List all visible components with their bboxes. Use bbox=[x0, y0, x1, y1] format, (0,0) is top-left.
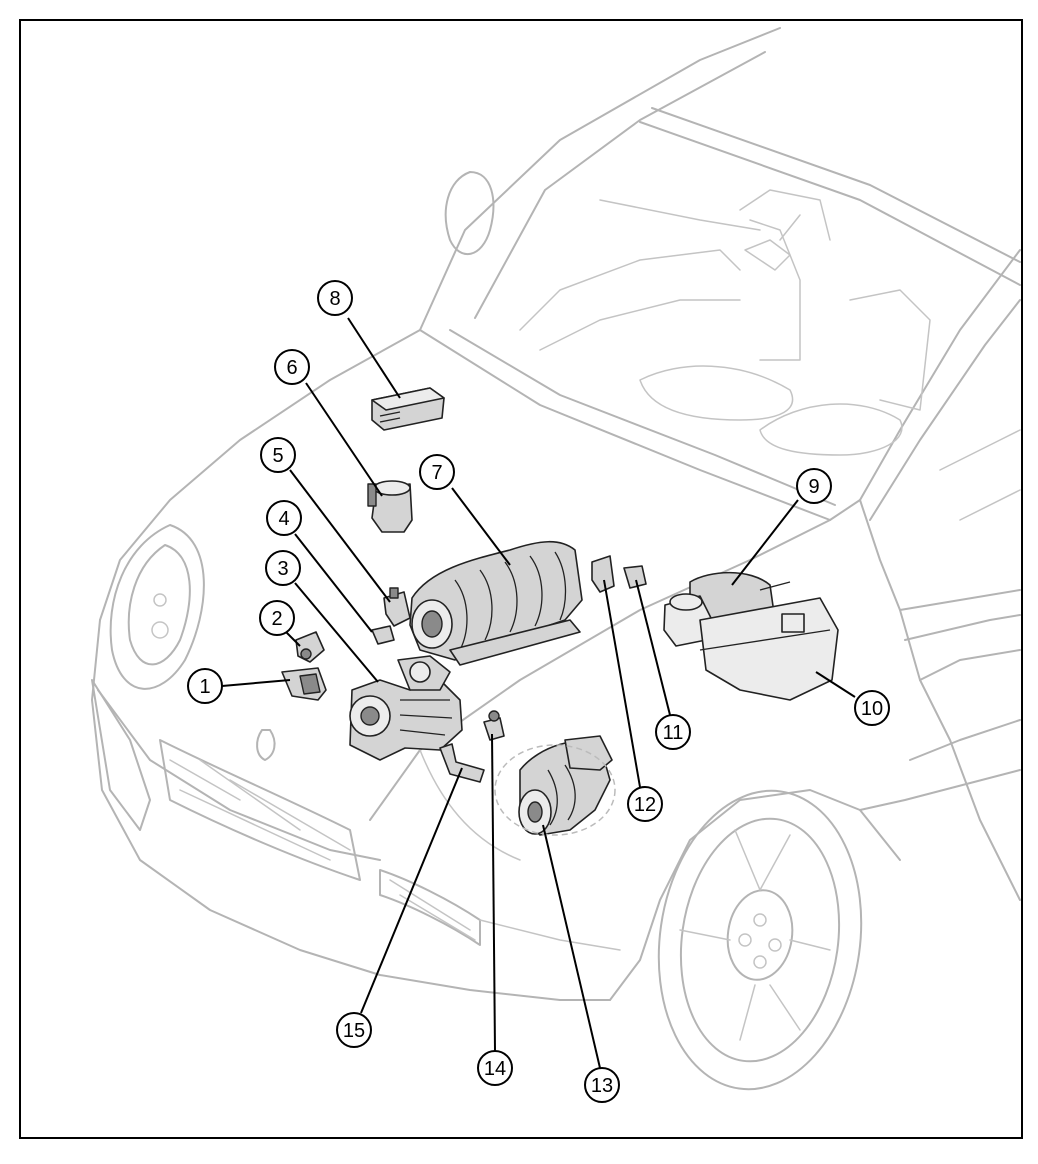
leader-11 bbox=[635, 579, 671, 716]
callout-label: 8 bbox=[329, 288, 340, 310]
callout-12: 12 bbox=[627, 786, 663, 822]
callout-label: 12 bbox=[634, 794, 656, 816]
callout-label: 3 bbox=[277, 558, 288, 580]
callout-4: 4 bbox=[266, 500, 302, 536]
leader-7 bbox=[451, 487, 511, 566]
callout-label: 5 bbox=[272, 445, 283, 467]
callout-13: 13 bbox=[584, 1067, 620, 1103]
component-11 bbox=[623, 565, 647, 589]
callout-11: 11 bbox=[655, 714, 691, 750]
callout-label: 2 bbox=[271, 608, 282, 630]
component-3 bbox=[349, 655, 463, 761]
leader-12 bbox=[603, 579, 641, 788]
component-12 bbox=[591, 555, 615, 593]
component-2 bbox=[295, 631, 325, 663]
callout-label: 4 bbox=[278, 508, 289, 530]
component-4 bbox=[371, 625, 395, 645]
callout-9: 9 bbox=[796, 468, 832, 504]
callout-label: 7 bbox=[431, 462, 442, 484]
callout-label: 1 bbox=[199, 676, 210, 698]
callout-label: 9 bbox=[808, 476, 819, 498]
callout-6: 6 bbox=[274, 349, 310, 385]
component-7 bbox=[409, 540, 583, 666]
leader-3 bbox=[294, 582, 379, 683]
leader-13 bbox=[542, 824, 601, 1069]
leader-8 bbox=[347, 317, 401, 399]
callout-15: 15 bbox=[336, 1012, 372, 1048]
callout-label: 14 bbox=[484, 1058, 506, 1080]
callout-label: 10 bbox=[861, 698, 883, 720]
callout-14: 14 bbox=[477, 1050, 513, 1086]
leader-2 bbox=[285, 631, 301, 647]
callout-2: 2 bbox=[259, 600, 295, 636]
leader-14 bbox=[491, 733, 496, 1052]
component-10 bbox=[699, 597, 839, 701]
callout-8: 8 bbox=[317, 280, 353, 316]
callout-label: 6 bbox=[286, 357, 297, 379]
vehicle-outline bbox=[91, 27, 1021, 1091]
leader-15 bbox=[360, 767, 463, 1014]
leader-4 bbox=[294, 533, 373, 633]
component-14 bbox=[483, 710, 505, 741]
leader-1 bbox=[221, 679, 291, 687]
component-5 bbox=[383, 587, 411, 627]
leader-6 bbox=[305, 382, 383, 497]
leader-10 bbox=[815, 671, 856, 698]
callout-10: 10 bbox=[854, 690, 890, 726]
callout-1: 1 bbox=[187, 668, 223, 704]
component-13 bbox=[494, 735, 616, 836]
component-8 bbox=[371, 387, 445, 431]
callout-3: 3 bbox=[265, 550, 301, 586]
callout-7: 7 bbox=[419, 454, 455, 490]
leader-5 bbox=[289, 469, 391, 603]
component-15 bbox=[439, 743, 485, 783]
leader-lines bbox=[221, 317, 856, 1069]
callout-label: 11 bbox=[663, 722, 684, 744]
callout-5: 5 bbox=[260, 437, 296, 473]
callout-label: 13 bbox=[591, 1075, 613, 1097]
leader-9 bbox=[731, 499, 799, 586]
component-1 bbox=[281, 667, 327, 701]
callout-label: 15 bbox=[343, 1020, 365, 1042]
